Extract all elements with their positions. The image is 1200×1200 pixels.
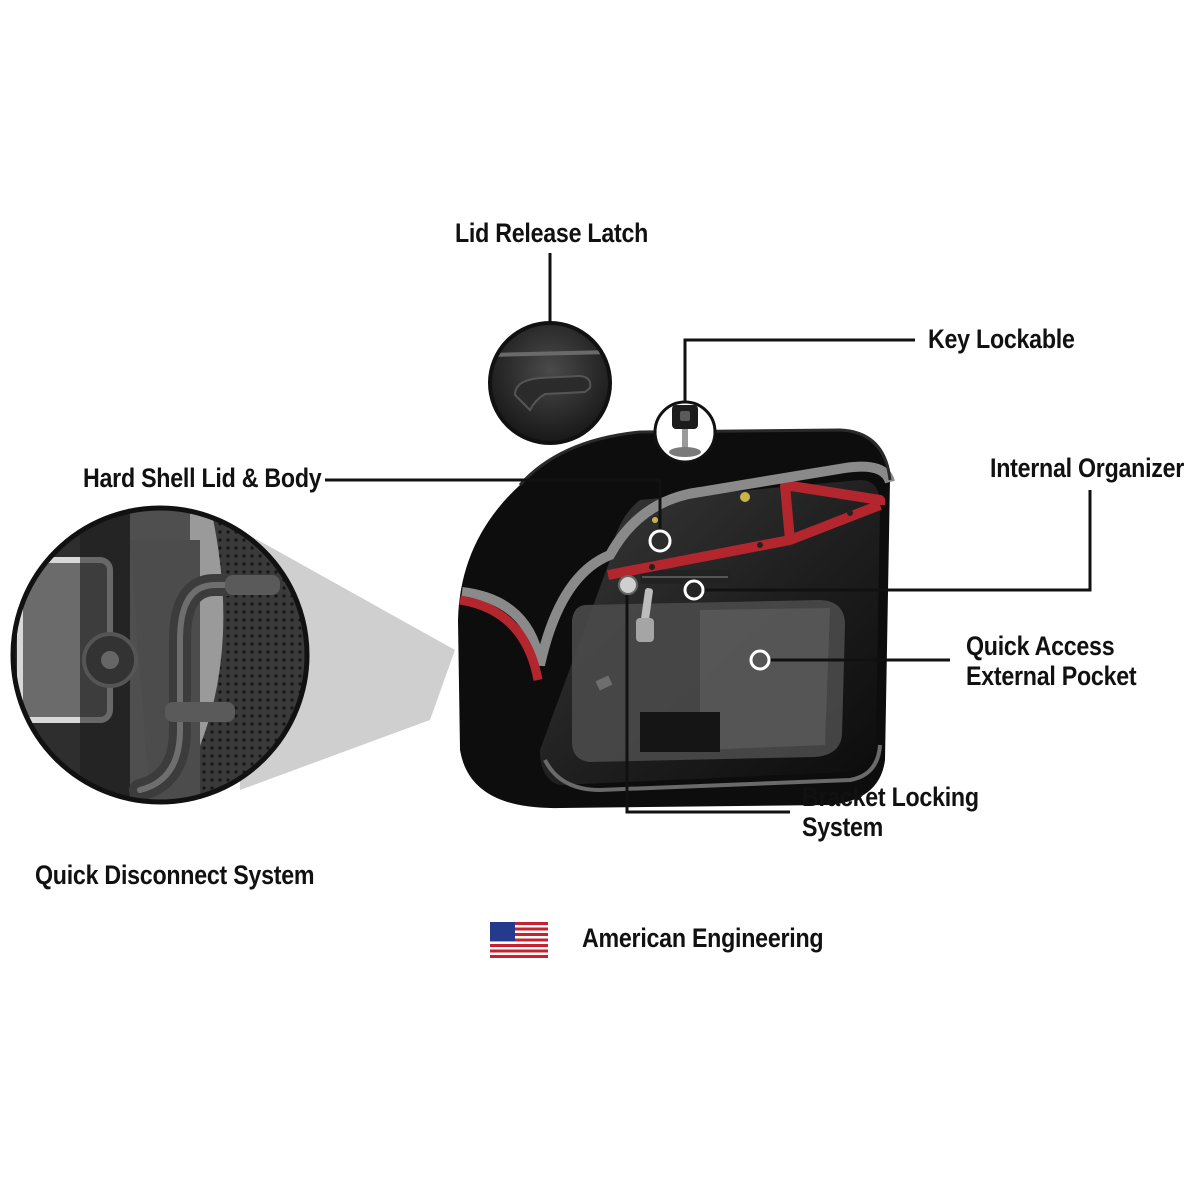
- marker-internal-organizer: [683, 579, 705, 601]
- label-quick-access: Quick Access External Pocket: [966, 631, 1137, 691]
- label-american-engineering: American Engineering: [582, 923, 824, 953]
- leader-internal-organizer: [703, 490, 1092, 592]
- lid-release-latch-magnifier: [490, 323, 610, 443]
- label-bracket-locking: Bracket Locking System: [802, 782, 979, 842]
- label-quick-access-line1: Quick Access: [966, 631, 1115, 661]
- leader-markers: [648, 529, 771, 671]
- quick-disconnect-magnifier: [13, 508, 307, 802]
- bracket-lock-barrel: [618, 575, 638, 595]
- label-lid-release-latch: Lid Release Latch: [455, 218, 649, 248]
- key-lockable-magnifier: [655, 402, 715, 462]
- label-key-lockable: Key Lockable: [928, 324, 1075, 354]
- trim-grey: [461, 461, 895, 667]
- marker-hard-shell: [648, 529, 672, 553]
- organizer-frame: [607, 480, 885, 580]
- label-quick-disconnect: Quick Disconnect System: [35, 860, 315, 890]
- marker-quick-access: [749, 649, 771, 671]
- label-quick-access-line2: External Pocket: [966, 661, 1137, 691]
- label-bracket-line1: Bracket Locking: [802, 782, 979, 812]
- leader-hard-shell: [325, 478, 662, 530]
- leader-key-lockable: [683, 338, 915, 402]
- pocket-patch: [640, 712, 720, 752]
- label-hard-shell: Hard Shell Lid & Body: [83, 463, 322, 493]
- us-flag-icon: [490, 922, 548, 958]
- leader-bracket: [625, 595, 790, 814]
- leader-lines: [325, 253, 1092, 814]
- pocket-panel: [700, 608, 830, 750]
- label-internal-organizer: Internal Organizer: [990, 453, 1185, 483]
- trim-red: [459, 595, 543, 681]
- saddlebag-illustration: [458, 428, 895, 809]
- label-bracket-line2: System: [802, 812, 884, 842]
